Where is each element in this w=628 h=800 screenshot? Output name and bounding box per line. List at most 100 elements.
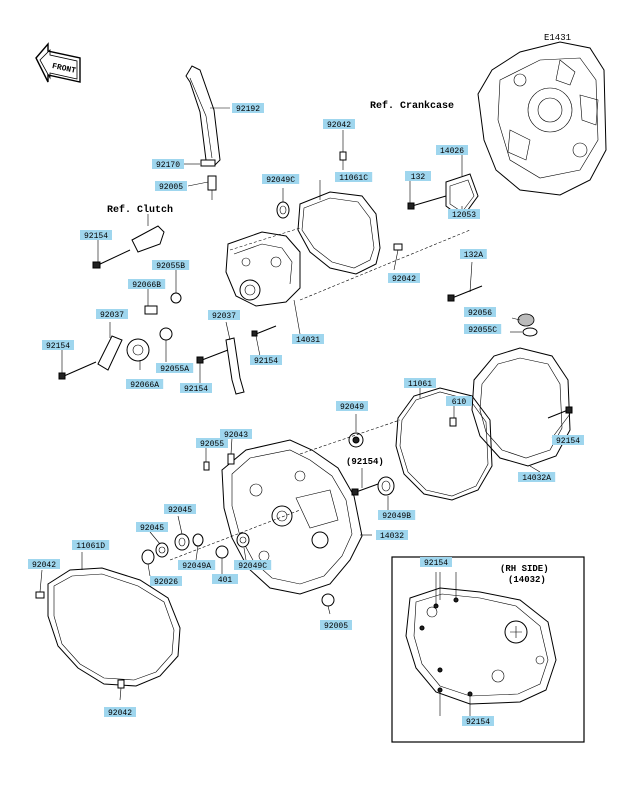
part-label-92055b: 92055B: [152, 260, 190, 271]
impeller-cover: [225, 231, 301, 307]
part-label-text: 14032A: [522, 474, 551, 483]
part-label-text: 14031: [296, 336, 320, 345]
pin-92043: [227, 453, 235, 465]
part-label-92042: 92042: [28, 559, 60, 570]
part-label-132: 132: [405, 171, 431, 182]
part-label-text: 92042: [327, 121, 351, 130]
part-label-text: 92192: [236, 105, 260, 114]
dowel-92042-right: [393, 243, 403, 251]
part-label-92037: 92037: [96, 309, 128, 320]
gasket-11061: [395, 387, 493, 501]
part-label-text: 92154: [424, 559, 448, 568]
part-label-92049a: 92049A: [178, 560, 216, 571]
part-label-92055: 92055: [196, 438, 228, 449]
plug-92056: [517, 313, 535, 327]
part-label-92154: 92154: [552, 435, 584, 446]
part-label-92154: 92154: [462, 716, 494, 727]
dowel-92042-lower-left: [35, 591, 45, 599]
hose-92037-left: [97, 335, 123, 371]
part-label-92049: 92049: [336, 401, 368, 412]
bolt-92154-left: [92, 249, 131, 269]
clutch-cover-14032A: [471, 347, 571, 473]
part-label-text: 92037: [212, 312, 236, 321]
part-label-text: 92049: [340, 403, 364, 412]
part-label-text: 92049C: [238, 562, 267, 571]
part-label-92055c: 92055C: [464, 324, 502, 335]
gasket-11061C: [297, 191, 381, 275]
part-label-92049b: 92049B: [378, 510, 416, 521]
part-label-610: 610: [446, 396, 472, 407]
oring-92055C: [522, 327, 538, 337]
bearing-92049A: [192, 533, 204, 547]
part-number-labels: 92192 92042 92170 92005 92049C 11061C 14026 132…: [28, 103, 584, 727]
part-label-92042: 92042: [323, 119, 355, 130]
part-label-11061c: 11061C: [335, 172, 373, 183]
chain-guide-14026: [407, 173, 479, 219]
part-label-92055a: 92055A: [156, 363, 194, 374]
part-label-92154: 92154: [80, 230, 112, 241]
part-label-14026: 14026: [436, 145, 468, 156]
part-label-401: 401: [212, 574, 238, 585]
cap-92066A: [126, 338, 150, 362]
part-label-92043: 92043: [220, 429, 252, 440]
part-label-text: 92154: [84, 232, 108, 241]
part-label-14032: 14032: [376, 530, 408, 541]
part-label-text: 11061D: [76, 542, 105, 551]
part-label-text: 92055: [200, 440, 224, 449]
inset-title-1: (RH SIDE): [500, 564, 549, 574]
part-label-92170: 92170: [152, 159, 184, 170]
part-label-92066b: 92066B: [128, 279, 166, 290]
part-label-text: 92005: [324, 622, 348, 631]
seal-92049: [348, 432, 364, 448]
part-label-14031: 14031: [292, 334, 324, 345]
leader-lines: [39, 107, 571, 701]
seal-92049C-lower: [236, 532, 250, 548]
gasket-11061D: [47, 567, 181, 687]
clutch-bracket: [131, 225, 165, 253]
part-label-text: 92042: [392, 275, 416, 284]
part-label-text: 132A: [464, 251, 483, 260]
part-label-text: 92055C: [468, 326, 497, 335]
part-label-92045: 92045: [136, 522, 168, 533]
plug-92005: [321, 593, 335, 607]
fitting-92005: [207, 175, 217, 200]
part-label-92026: 92026: [150, 576, 182, 587]
part-label-text: 12053: [452, 211, 476, 220]
cap-92066B: [144, 305, 158, 315]
part-label-92154: 92154: [250, 355, 282, 366]
part-label-text: 11061C: [339, 174, 368, 183]
pin-92055: [203, 461, 210, 471]
bolt-92154-paren: [351, 483, 379, 496]
seal-92049C-upper: [276, 201, 290, 219]
part-label-text: 92037: [100, 311, 124, 320]
part-label-92049c: 92049C: [234, 560, 272, 571]
label-92154-paren: (92154): [346, 457, 384, 467]
part-label-92005: 92005: [320, 620, 352, 631]
part-label-text: 92049A: [182, 562, 211, 571]
hose-92192: [185, 65, 221, 167]
part-label-text: 92154: [466, 718, 490, 727]
part-label-text: 610: [452, 398, 467, 407]
part-label-text: 11061: [408, 380, 432, 389]
part-label-11061d: 11061D: [72, 540, 110, 551]
part-label-text: 92045: [140, 524, 164, 533]
dowel-92042-upper: [339, 151, 347, 161]
part-label-text: 92170: [156, 161, 180, 170]
part-label-text: 92154: [254, 357, 278, 366]
part-label-text: 92042: [32, 561, 56, 570]
part-label-text: 92043: [224, 431, 248, 440]
part-label-12053: 12053: [448, 209, 480, 220]
part-label-92042: 92042: [388, 273, 420, 284]
part-label-92005: 92005: [155, 181, 187, 192]
part-label-11061: 11061: [404, 378, 436, 389]
part-label-92154: 92154: [420, 557, 452, 568]
part-label-text: 92154: [184, 385, 208, 394]
seal-92045-b: [174, 533, 190, 551]
dowel-610: [449, 417, 457, 427]
bolt-132A: [447, 285, 483, 302]
bolt-92154-right: [547, 406, 573, 419]
inset-title-2: (14032): [508, 575, 546, 585]
diagram-id: E1431: [544, 33, 571, 43]
hose-92037-center: [225, 337, 245, 395]
oring-401: [215, 545, 229, 559]
